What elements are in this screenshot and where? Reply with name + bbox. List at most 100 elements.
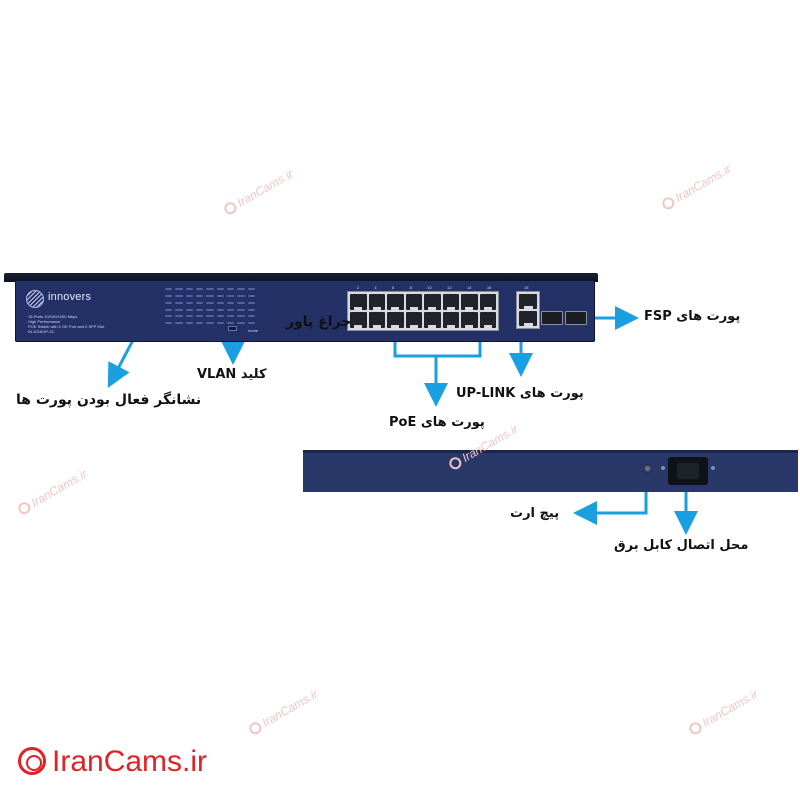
port-led bbox=[196, 308, 204, 311]
port-led bbox=[175, 322, 183, 325]
label-vlan-key: کلید VLAN bbox=[197, 367, 267, 382]
port-led bbox=[237, 288, 245, 290]
uplink-port-number: 18 bbox=[524, 285, 529, 290]
poe-port bbox=[479, 294, 496, 310]
port-led bbox=[185, 294, 193, 297]
port-led bbox=[196, 322, 204, 325]
port-led bbox=[175, 301, 183, 304]
port-led bbox=[206, 294, 214, 297]
label-port-indicators: نشانگر فعال بودن پورت ها bbox=[16, 392, 202, 408]
sfp-slot bbox=[565, 311, 587, 325]
port-led bbox=[227, 308, 235, 311]
port-led bbox=[237, 301, 245, 304]
socket-screw-icon bbox=[661, 466, 665, 470]
brand-name: innovers bbox=[48, 291, 92, 303]
poe-port bbox=[424, 294, 441, 310]
port-led bbox=[185, 322, 193, 325]
poe-port bbox=[387, 294, 404, 310]
port-number: 14 bbox=[466, 285, 472, 290]
port-led bbox=[165, 301, 173, 304]
poe-port bbox=[442, 294, 459, 310]
poe-port bbox=[424, 312, 441, 328]
port-led bbox=[175, 308, 183, 311]
poe-port bbox=[461, 294, 478, 310]
poe-port bbox=[368, 294, 385, 310]
port-led bbox=[165, 308, 173, 311]
port-led bbox=[237, 308, 245, 311]
poe-port bbox=[405, 294, 422, 310]
earth-screw-icon bbox=[643, 464, 652, 473]
uplink-port-block bbox=[516, 291, 540, 329]
poe-port bbox=[368, 312, 385, 328]
port-number: 16 bbox=[486, 285, 492, 290]
port-led bbox=[216, 322, 224, 325]
port-led bbox=[206, 301, 214, 304]
poe-port bbox=[387, 312, 404, 328]
irancams-logo-icon bbox=[18, 747, 46, 775]
switch-rear-panel bbox=[303, 450, 798, 492]
label-earth-screw: پیچ ارت bbox=[510, 506, 560, 521]
uplink-port bbox=[519, 294, 537, 309]
port-led bbox=[216, 294, 224, 297]
port-led bbox=[247, 288, 255, 290]
port-led bbox=[247, 308, 255, 311]
port-number: 12 bbox=[447, 285, 452, 290]
mode-label: mode bbox=[248, 328, 259, 333]
port-led bbox=[196, 301, 204, 304]
port-led bbox=[185, 288, 193, 290]
port-led bbox=[206, 315, 214, 318]
arrow-poe bbox=[393, 328, 482, 398]
port-led bbox=[185, 301, 193, 304]
port-led bbox=[227, 294, 235, 297]
port-number: 6 bbox=[391, 285, 395, 290]
label-power-cable: محل اتصال کابل برق bbox=[614, 538, 749, 553]
port-led bbox=[227, 301, 235, 304]
poe-port bbox=[479, 312, 496, 328]
spec-line: POE Switch with 2 GE Port and 2 SFP Slot bbox=[28, 324, 105, 329]
port-led bbox=[247, 315, 255, 318]
label-fsp-ports: پورت های FSP bbox=[644, 309, 741, 324]
port-led bbox=[247, 322, 255, 325]
port-led bbox=[206, 308, 214, 311]
port-led bbox=[196, 294, 204, 297]
vlan-key-switch bbox=[228, 326, 237, 331]
port-led bbox=[227, 322, 235, 325]
innovers-logo-icon bbox=[26, 290, 44, 308]
port-led bbox=[237, 322, 245, 325]
port-led bbox=[165, 315, 173, 318]
socket-screw-icon bbox=[711, 466, 715, 470]
port-led bbox=[185, 308, 193, 311]
spec-line: 16-Ports 10/100/1000 Mbps bbox=[28, 314, 78, 319]
power-socket-icon bbox=[668, 457, 708, 485]
port-led bbox=[175, 315, 183, 318]
spec-line: High Performance bbox=[28, 319, 61, 324]
poe-port bbox=[405, 312, 422, 328]
port-led bbox=[237, 315, 245, 318]
port-led bbox=[165, 288, 173, 290]
port-led bbox=[206, 322, 214, 325]
sfp-slot bbox=[541, 311, 563, 325]
port-led bbox=[175, 294, 183, 297]
port-led bbox=[247, 294, 255, 297]
irancams-logo-text: IranCams.ir bbox=[52, 745, 208, 778]
port-led-indicators bbox=[165, 286, 255, 326]
poe-port bbox=[461, 312, 478, 328]
port-number: 8 bbox=[409, 285, 412, 290]
spec-line: IN-1016GP-2C bbox=[28, 329, 55, 334]
port-led bbox=[206, 288, 214, 290]
port-led bbox=[237, 294, 245, 297]
port-led bbox=[165, 294, 173, 297]
poe-port bbox=[442, 312, 459, 328]
port-number-row: 2 4 6 8 10 12 14 16 bbox=[349, 285, 499, 290]
switch-front-panel bbox=[15, 280, 595, 342]
port-led bbox=[165, 322, 173, 325]
port-led bbox=[216, 308, 224, 311]
port-led bbox=[216, 315, 224, 318]
port-led bbox=[185, 315, 193, 318]
port-number: 4 bbox=[374, 285, 377, 290]
label-uplink-ports: پورت های UP-LINK bbox=[456, 386, 584, 401]
port-led bbox=[175, 288, 183, 290]
port-number: 2 bbox=[356, 285, 359, 290]
label-power-led: چراغ پاور bbox=[286, 314, 352, 330]
front-panel-top-rail bbox=[4, 273, 598, 282]
